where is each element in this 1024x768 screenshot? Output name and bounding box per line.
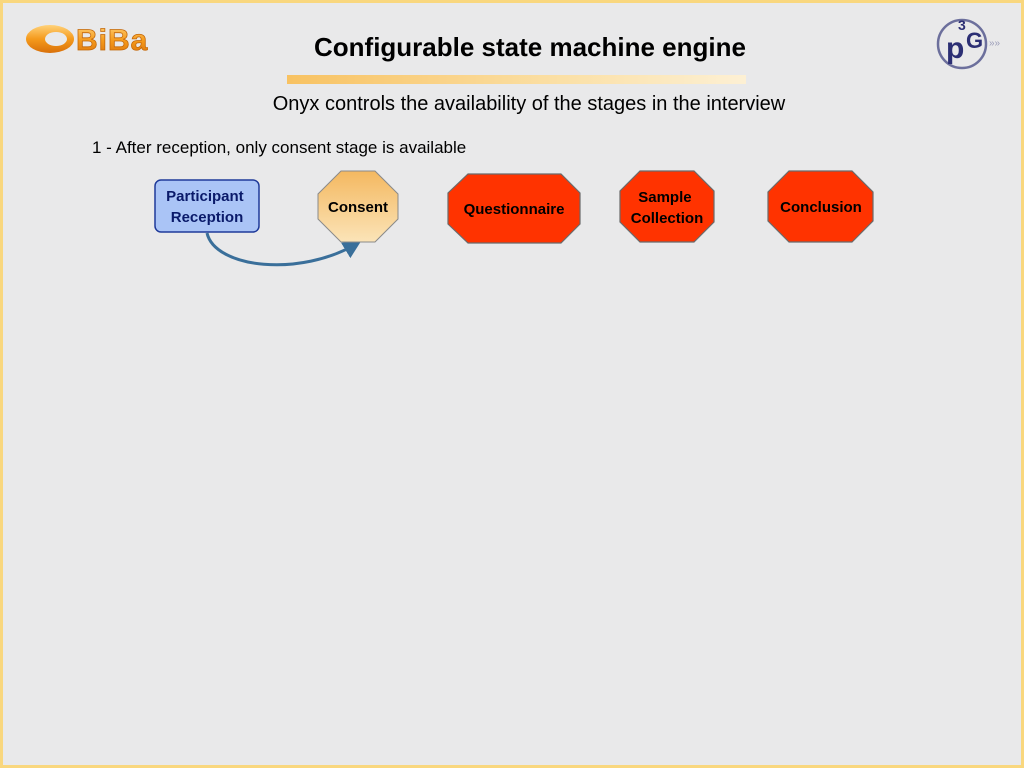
svg-text:p: p — [946, 32, 964, 65]
questionnaire-stage-label: Questionnaire — [464, 201, 565, 218]
slide-subtitle: Onyx controls the availability of the st… — [272, 93, 786, 115]
participant-reception-node: Participant Reception — [154, 179, 260, 233]
svg-text:3: 3 — [958, 17, 966, 33]
svg-text:Sample Collection: Sample Collection — [631, 189, 704, 227]
svg-text:Consent: Consent — [328, 199, 388, 216]
svg-text:G: G — [966, 28, 983, 53]
svg-text:»»: »» — [989, 38, 1001, 49]
svg-text:Questionnaire: Questionnaire — [464, 201, 565, 218]
sample-collection-label-line2: Collection — [631, 210, 704, 227]
svg-text:Conclusion: Conclusion — [780, 199, 862, 216]
sample-collection-stage-node: Sample Collection — [619, 170, 715, 243]
participant-reception-label-line1: Participant — [166, 188, 244, 205]
step-description: 1 - After reception, only consent stage … — [92, 138, 467, 157]
transition-arrow — [205, 232, 362, 267]
biba-logo: BiBa — [26, 24, 148, 57]
conclusion-stage-node: Conclusion — [767, 170, 874, 243]
biba-logo-text: BiBa — [76, 24, 148, 57]
sample-collection-label-line1: Sample — [638, 189, 691, 206]
participant-reception-label-line2: Reception — [171, 209, 244, 226]
consent-stage-label: Consent — [328, 199, 388, 216]
svg-text:Participant Reception: Participant Reception — [166, 188, 248, 226]
conclusion-stage-label: Conclusion — [780, 199, 862, 216]
title-underline-bar — [287, 75, 746, 84]
slide-title: Configurable state machine engine — [314, 32, 746, 62]
p3g-logo: p 3 G »» — [936, 17, 1001, 70]
questionnaire-stage-node: Questionnaire — [447, 173, 581, 244]
consent-stage-node: Consent — [317, 170, 399, 243]
